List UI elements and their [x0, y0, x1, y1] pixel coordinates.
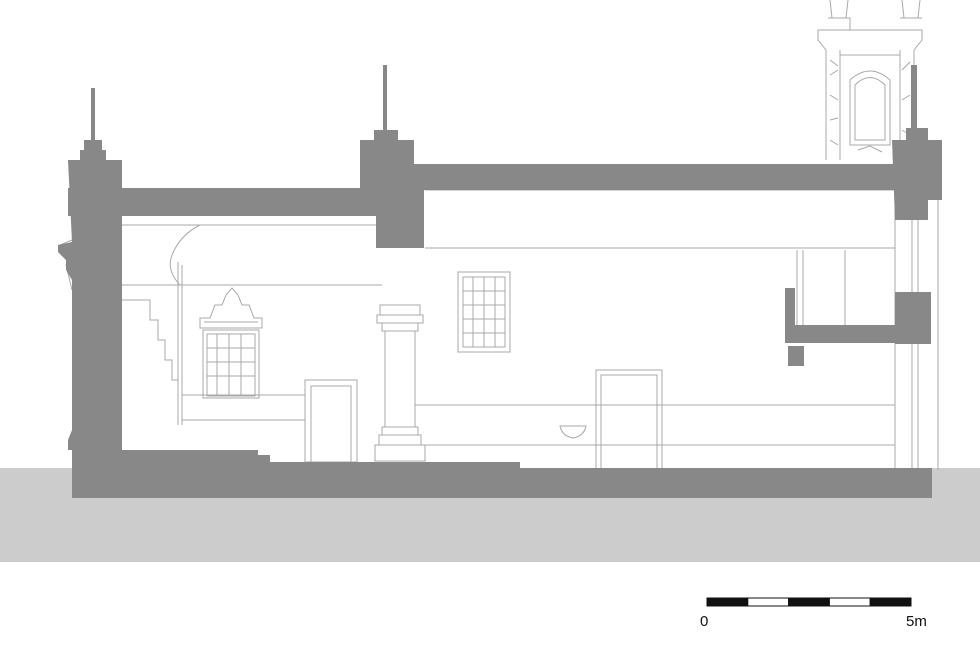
grid-window	[457, 271, 511, 353]
central-pier	[360, 140, 424, 248]
floor-slab	[68, 450, 932, 498]
stair-outline	[122, 299, 179, 420]
scale-bar	[706, 597, 912, 607]
door-left	[304, 379, 358, 463]
gallery-slab	[785, 325, 900, 343]
scale-segment-light	[828, 597, 871, 607]
scale-segment-dark	[869, 597, 912, 607]
crest-window	[199, 287, 263, 399]
right-roof-slab	[414, 164, 934, 190]
interior-elevation-lines	[58, 0, 939, 470]
section-cut	[58, 65, 942, 498]
bell-tower-outline	[817, 29, 923, 160]
arch-molding	[122, 224, 201, 286]
left-roof-slab	[68, 188, 388, 216]
doors	[304, 369, 663, 471]
scale-label-end: 5m	[906, 613, 927, 630]
scale-segment-dark	[706, 597, 749, 607]
holy-water-font	[559, 425, 587, 439]
left-wall	[58, 160, 122, 450]
column	[374, 304, 426, 462]
door-right	[595, 369, 663, 471]
scale-segment-light	[747, 597, 790, 607]
scale-label-start: 0	[700, 613, 709, 630]
right-wall	[892, 140, 942, 220]
scale-segment-dark	[788, 597, 830, 607]
